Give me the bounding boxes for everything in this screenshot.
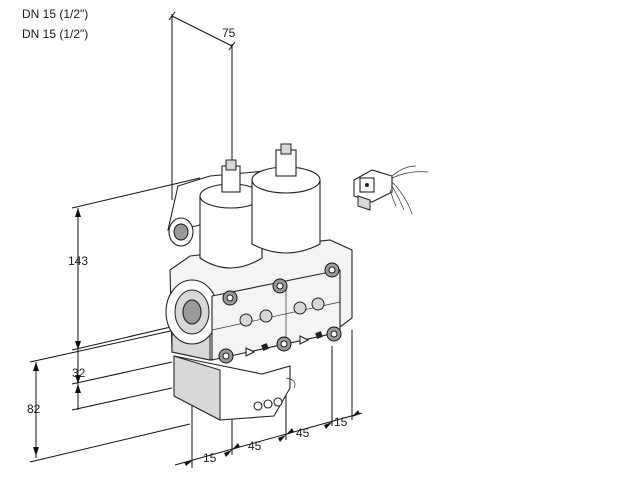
connector-plug-icon xyxy=(353,165,429,215)
valve-assembly xyxy=(165,143,353,421)
dimension-45-b-label: 45 xyxy=(296,426,310,440)
dimension-15-right-label: 15 xyxy=(334,415,348,429)
dimension-45-a-label: 45 xyxy=(248,439,262,453)
dimension-82-label: 82 xyxy=(27,402,41,416)
dimension-32: 32 xyxy=(71,350,173,411)
dimension-82: 82 xyxy=(27,329,191,463)
dimension-143: 143 xyxy=(68,177,201,351)
dimension-75-label: 75 xyxy=(222,26,236,40)
model-label-1: DN 15 (1/2") xyxy=(22,7,89,21)
dimension-15-bottom-label: 15 xyxy=(203,451,217,465)
dimension-75: 75 xyxy=(168,11,236,200)
dimension-143-label: 143 xyxy=(68,254,88,268)
dimension-32-label: 32 xyxy=(72,366,86,380)
model-label-2: DN 15 (1/2") xyxy=(22,27,89,41)
screws xyxy=(218,262,342,364)
